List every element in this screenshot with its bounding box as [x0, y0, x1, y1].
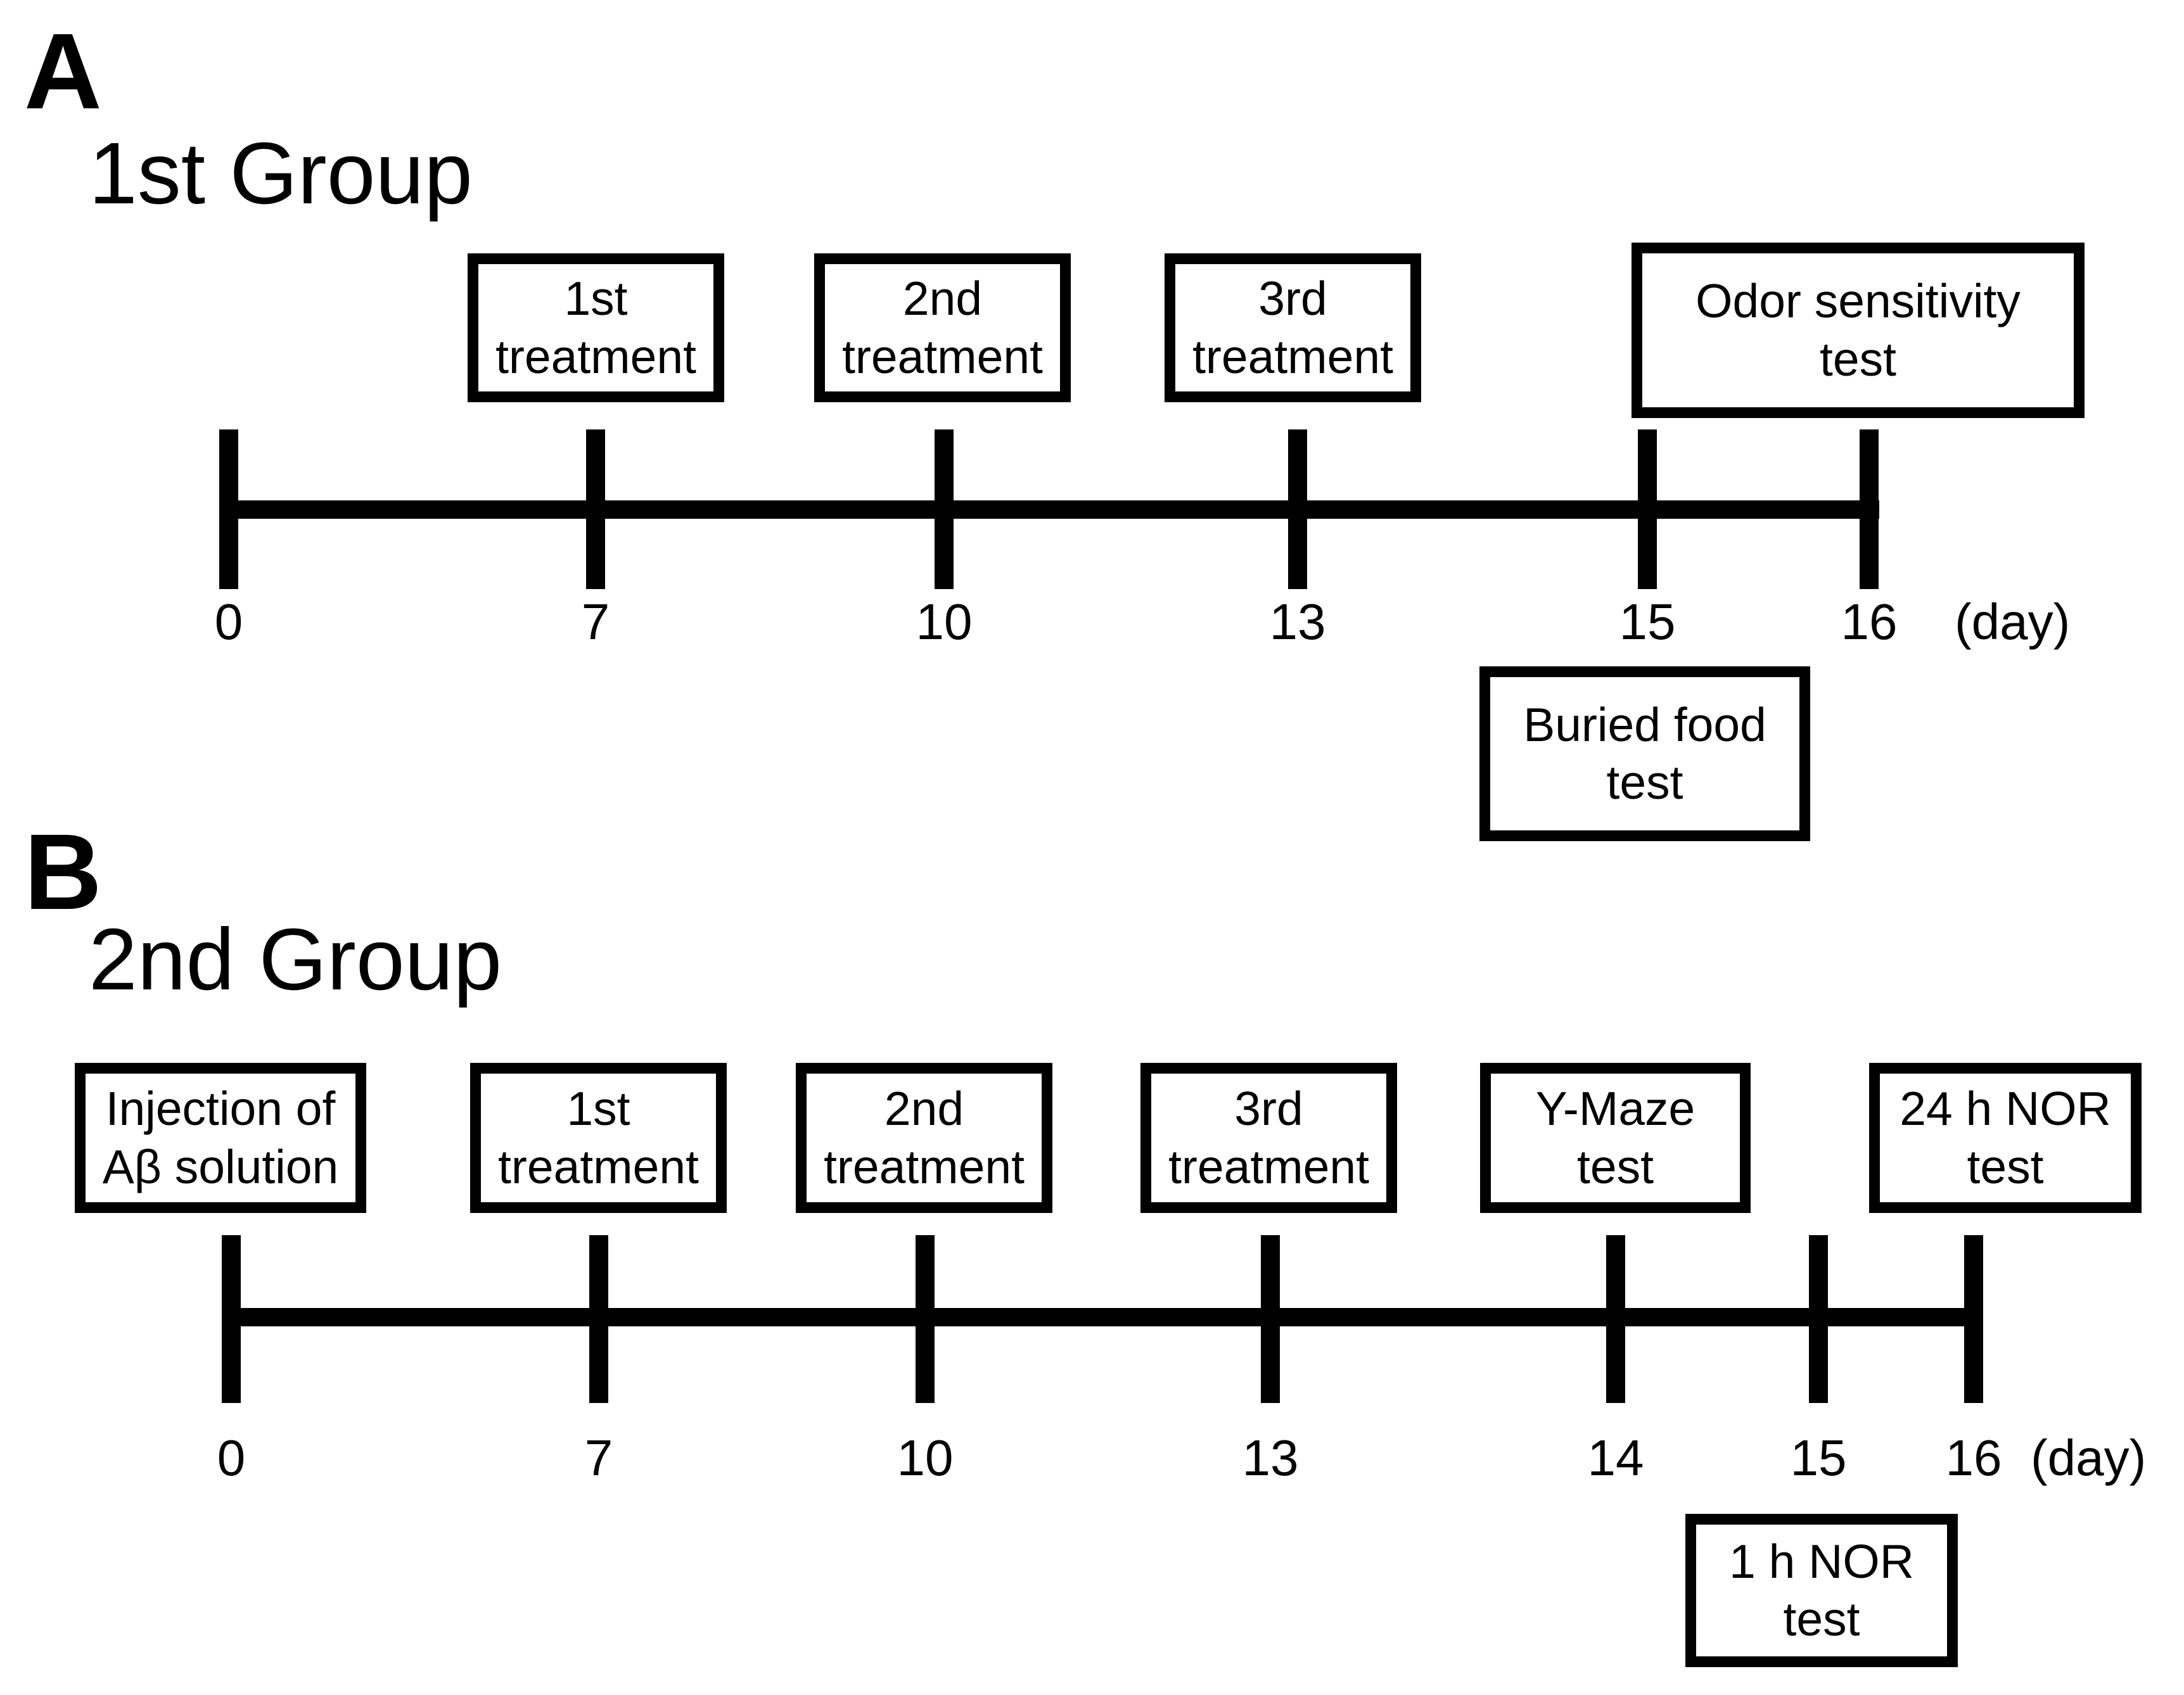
- box-2nd-treatment-group2-label-line: treatment: [824, 1140, 1025, 1193]
- tick-day-15-panel-a: [1638, 429, 1657, 589]
- box-1st-treatment-group2-label-line: treatment: [498, 1140, 699, 1193]
- day-label-16-panel-b: 16: [1945, 1430, 2002, 1486]
- box-y-maze-test-label-line: Y-Maze: [1535, 1082, 1695, 1135]
- tick-day-15-panel-b: [1809, 1235, 1828, 1403]
- box-2nd-treatment-group1-label-line: 2nd: [902, 272, 983, 325]
- box-odor-sensitivity-test-label-line: Odor sensitivity: [1695, 274, 2021, 327]
- box-1st-treatment-group1-label-line: 1st: [564, 272, 628, 325]
- box-injection-abeta-solution-label-line: Injection of: [105, 1082, 336, 1135]
- timeline-line-panel-b: [222, 1308, 1983, 1326]
- box-1h-nor-test-label-line: test: [1783, 1592, 1860, 1646]
- box-injection-abeta-solution-label-line: Aβ solution: [102, 1140, 339, 1193]
- box-3rd-treatment-group2-label-line: treatment: [1168, 1140, 1369, 1193]
- panel-title-1st-group: 1st Group: [89, 125, 473, 222]
- day-label-15-panel-b: 15: [1790, 1430, 1847, 1486]
- day-label-13-panel-b: 13: [1242, 1430, 1299, 1486]
- box-1h-nor-test-label-line: 1 h NOR: [1729, 1534, 1914, 1588]
- tick-day-10-panel-a: [935, 429, 954, 589]
- box-buried-food-test-label-line: Buried food: [1523, 697, 1766, 751]
- tick-day-16-panel-a: [1860, 429, 1879, 589]
- tick-day-13-panel-b: [1261, 1235, 1280, 1403]
- box-24h-nor-test-label-line: 24 h NOR: [1900, 1082, 2111, 1135]
- axis-unit-label-panel-b: (day): [2031, 1430, 2147, 1486]
- box-3rd-treatment-group1-label-line: treatment: [1192, 329, 1393, 383]
- tick-day-0-panel-b: [222, 1235, 241, 1403]
- box-1st-treatment-group1-label-line: treatment: [495, 329, 696, 383]
- tick-day-16-panel-b: [1964, 1235, 1983, 1403]
- tick-day-7-panel-b: [589, 1235, 608, 1403]
- day-label-7-panel-b: 7: [584, 1430, 613, 1486]
- day-label-10-panel-b: 10: [897, 1430, 954, 1486]
- box-buried-food-test-label-line: test: [1606, 756, 1683, 809]
- day-label-16-panel-a: 16: [1841, 594, 1898, 650]
- day-label-15-panel-a: 15: [1619, 594, 1676, 650]
- day-label-13-panel-a: 13: [1269, 594, 1326, 650]
- tick-day-7-panel-a: [586, 429, 605, 589]
- box-odor-sensitivity-test-label-line: test: [1820, 332, 1896, 386]
- tick-day-10-panel-b: [916, 1235, 935, 1403]
- box-24h-nor-test-label-line: test: [1967, 1140, 2044, 1193]
- day-label-10-panel-a: 10: [916, 594, 973, 650]
- tick-day-14-panel-b: [1606, 1235, 1625, 1403]
- timeline-line-panel-a: [219, 500, 1879, 519]
- tick-day-0-panel-a: [219, 429, 238, 589]
- panel-letter-a: A: [24, 11, 102, 132]
- day-label-7-panel-a: 7: [581, 594, 610, 650]
- day-label-14-panel-b: 14: [1587, 1430, 1644, 1486]
- box-2nd-treatment-group1-label-line: treatment: [842, 329, 1043, 383]
- box-3rd-treatment-group1-label-line: 3rd: [1258, 272, 1327, 325]
- panel-title-2nd-group: 2nd Group: [89, 911, 502, 1008]
- day-label-0-panel-b: 0: [217, 1430, 246, 1486]
- tick-day-13-panel-a: [1288, 429, 1307, 589]
- box-1st-treatment-group2-label-line: 1st: [566, 1082, 630, 1135]
- panel-letter-b: B: [24, 812, 102, 932]
- box-2nd-treatment-group2-label-line: 2nd: [884, 1082, 964, 1135]
- box-y-maze-test-label-line: test: [1577, 1140, 1654, 1193]
- axis-unit-label-panel-a: (day): [1955, 594, 2071, 650]
- box-3rd-treatment-group2-label-line: 3rd: [1234, 1082, 1303, 1135]
- day-label-0-panel-a: 0: [214, 594, 243, 650]
